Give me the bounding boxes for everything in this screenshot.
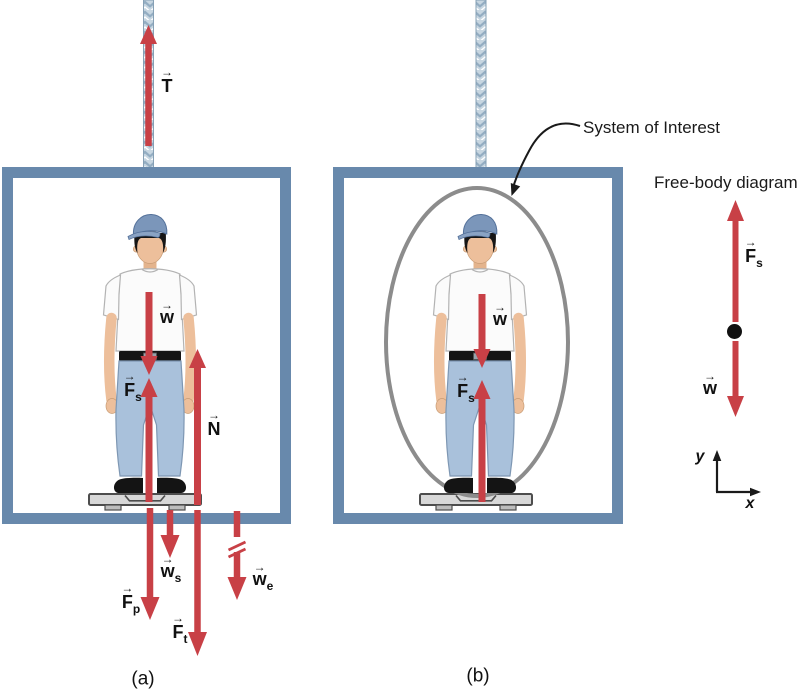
label-scale-weight: →ws xyxy=(160,553,182,585)
force-letter: T xyxy=(161,76,173,97)
force-letter: F xyxy=(124,380,136,401)
force-letter: w xyxy=(252,569,267,590)
weight-arrow-a xyxy=(140,292,158,375)
x-axis-label: x xyxy=(745,495,755,512)
scale-force-arrow-a xyxy=(140,378,158,502)
label-person-force: →Fp xyxy=(121,582,141,616)
label-scale-force-b: →Fs xyxy=(457,371,475,405)
elevator-weight-arrow xyxy=(227,511,247,600)
free-body-diagram-title: Free-body diagram xyxy=(654,173,798,192)
leader-arrow xyxy=(510,122,581,196)
tension-arrow xyxy=(140,25,157,146)
vector-arrow: → xyxy=(744,235,757,250)
vector-arrow: → xyxy=(123,369,136,384)
force-letter: F xyxy=(121,592,133,613)
fbd-weight-arrow xyxy=(727,341,744,417)
force-subscript: e xyxy=(266,578,274,593)
force-letter: w xyxy=(702,378,718,399)
label-weight-a: →w xyxy=(159,299,175,330)
label-tension: →T xyxy=(161,66,173,99)
force-subscript: s xyxy=(174,570,182,585)
scale-a xyxy=(88,493,202,511)
label-weight-b: →w xyxy=(492,301,508,332)
vector-arrow: → xyxy=(161,552,174,567)
vector-arrow: → xyxy=(703,369,716,384)
vector-arrow: → xyxy=(121,581,134,596)
system-ellipse xyxy=(384,186,570,498)
scale-force-arrow-b xyxy=(473,380,491,502)
label-normal-force: →N xyxy=(207,409,221,442)
vector-arrow: → xyxy=(161,65,173,80)
elevator-box-a xyxy=(2,167,291,524)
force-subscript: s xyxy=(135,389,142,404)
force-letter: w xyxy=(159,307,175,328)
scale-weight-arrow xyxy=(160,510,180,558)
label-fbd-scale-force: →Fs xyxy=(745,236,763,270)
vector-arrow: → xyxy=(456,370,469,385)
force-subscript: t xyxy=(183,631,188,646)
force-letter: F xyxy=(457,381,469,402)
fbd-point xyxy=(727,324,742,339)
label-elevator-weight: →we xyxy=(252,561,274,593)
vector-arrow: → xyxy=(253,560,266,575)
person-force-arrow xyxy=(140,508,160,620)
force-letter: w xyxy=(160,561,175,582)
force-letter: F xyxy=(745,246,757,267)
weight-arrow-b xyxy=(473,294,491,368)
vector-arrow: → xyxy=(160,298,173,313)
total-force-arrow xyxy=(188,510,207,656)
caption-a: (a) xyxy=(131,668,155,690)
force-letter: F xyxy=(172,622,184,643)
fbd-scale-force-arrow xyxy=(727,200,744,322)
force-letter: N xyxy=(207,419,221,440)
vector-arrow: → xyxy=(493,300,506,315)
system-of-interest-annotation: System of Interest xyxy=(583,118,720,137)
coordinate-axes xyxy=(712,450,761,497)
y-axis-label: y xyxy=(695,448,705,465)
force-letter: w xyxy=(492,309,508,330)
normal-force-arrow xyxy=(189,349,206,505)
label-total-force: →Ft xyxy=(172,612,188,646)
cable-b xyxy=(475,0,487,171)
force-subscript: s xyxy=(756,255,763,270)
elevator-box-b xyxy=(333,167,623,524)
caption-b: (b) xyxy=(466,665,490,687)
label-fbd-weight: →w xyxy=(702,370,718,401)
vector-arrow: → xyxy=(208,408,220,423)
force-subscript: s xyxy=(468,390,475,405)
vector-arrow: → xyxy=(172,611,184,626)
force-subscript: p xyxy=(132,601,141,616)
label-scale-force-a: →Fs xyxy=(124,370,142,404)
